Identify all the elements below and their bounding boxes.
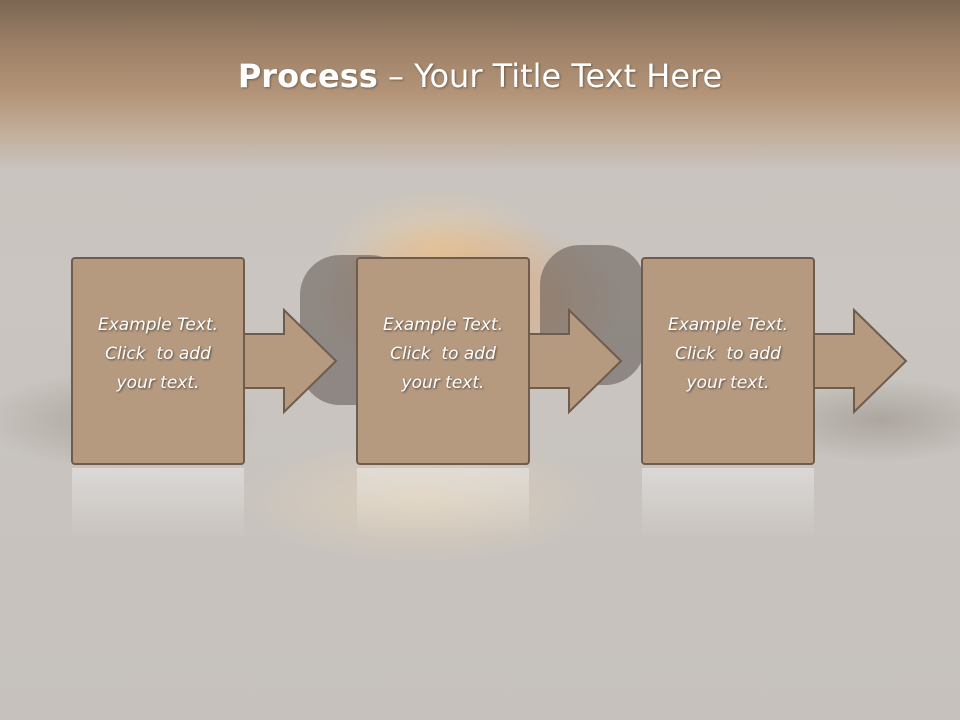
title-rest: Your Title Text Here [414, 57, 723, 95]
step-arrow [528, 307, 623, 415]
step-box[interactable] [641, 257, 815, 465]
step-arrow [813, 307, 908, 415]
step-text-line: Example Text. [382, 315, 504, 335]
title-bold: Process [237, 57, 378, 95]
step-text-line: Example Text. [667, 315, 789, 335]
step-box[interactable] [71, 257, 245, 465]
step-text[interactable]: Example Text. Click to add your text. [357, 311, 529, 398]
step-text[interactable]: Example Text. Click to add your text. [72, 311, 244, 398]
step-text-line: Click to add [390, 344, 496, 364]
step-text-line: your text. [116, 373, 200, 393]
step-reflection [72, 468, 244, 538]
step-reflection [357, 468, 529, 538]
step-reflection [642, 468, 814, 538]
step-text[interactable]: Example Text. Click to add your text. [642, 311, 814, 398]
title-band [0, 0, 960, 170]
step-text-line: Example Text. [97, 315, 219, 335]
step-text-line: Click to add [675, 344, 781, 364]
title-separator: – [377, 57, 415, 95]
step-text-line: your text. [401, 373, 485, 393]
step-text-line: Click to add [105, 344, 211, 364]
step-text-line: your text. [686, 373, 770, 393]
page-title: Process – Your Title Text Here [0, 56, 960, 96]
step-box[interactable] [356, 257, 530, 465]
step-arrow [243, 307, 338, 415]
